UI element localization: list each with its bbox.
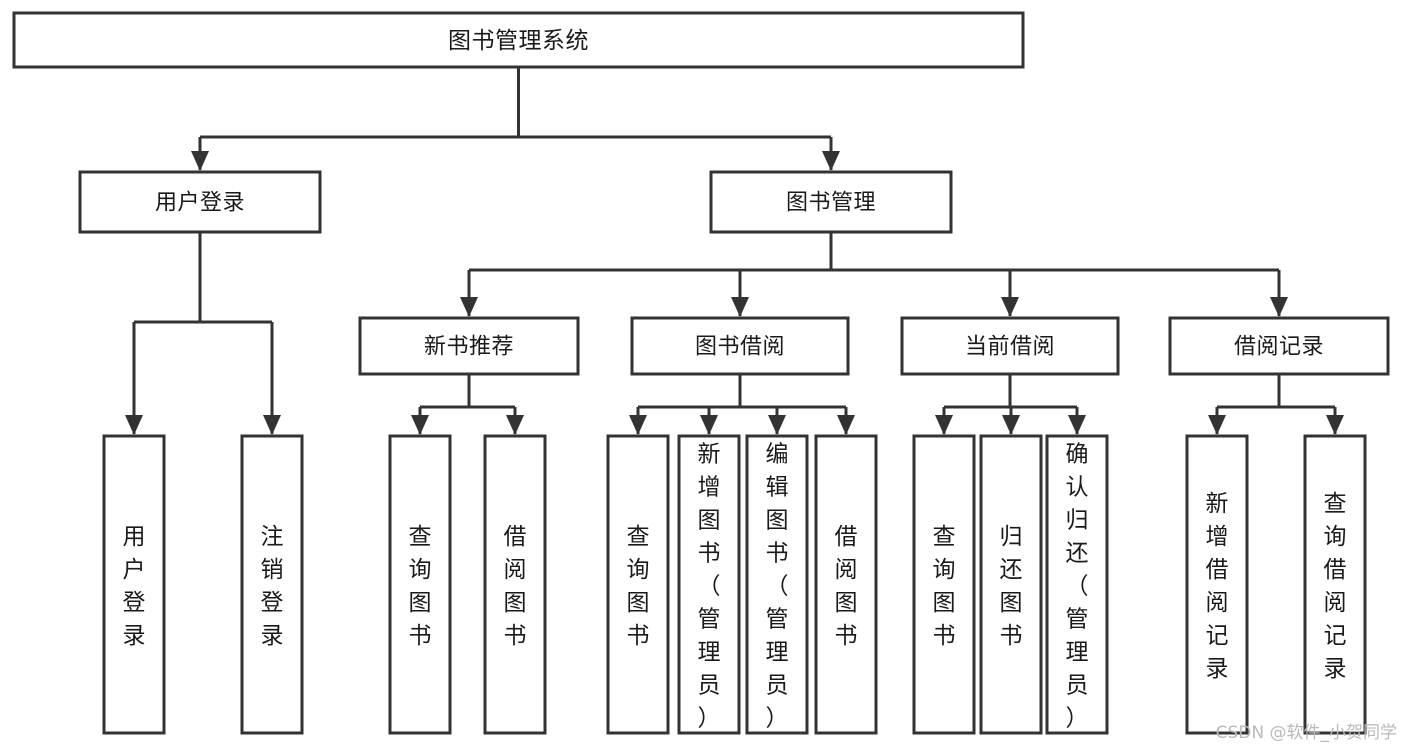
arrowhead-book-manage-to-current-borrow xyxy=(1001,297,1019,317)
leaf-node-leaf-user-login[interactable]: 用户登录 xyxy=(102,434,166,735)
leaf-node-leaf-add-borrow-record[interactable]: 新增借阅记录 xyxy=(1185,434,1249,735)
node-borrow-record-rect[interactable] xyxy=(1168,316,1390,376)
leaf-rect-leaf-user-logout[interactable] xyxy=(240,434,304,735)
node-layer: 图书管理系统用户登录图书管理新书推荐图书借阅当前借阅借阅记录用户登录注销登录查询… xyxy=(12,11,1390,735)
node-borrow-record-label: 借阅记录 xyxy=(1234,335,1324,360)
leaf-label-leaf-add-borrow-record: 新增借阅记录 xyxy=(1206,491,1229,682)
node-new-book-recommend-label: 新书推荐 xyxy=(424,335,514,360)
arrowhead-borrow-record-to-leaf-query-borrow-record xyxy=(1326,415,1344,435)
leaf-node-leaf-borrow-book[interactable]: 借阅图书 xyxy=(814,434,878,735)
leaf-node-leaf-borrow-book-rec[interactable]: 借阅图书 xyxy=(483,434,547,735)
node-borrow-record[interactable]: 借阅记录 xyxy=(1168,316,1390,376)
leaf-label-leaf-query-book-rec: 查询图书 xyxy=(409,524,432,649)
leaf-node-leaf-query-book-rec[interactable]: 查询图书 xyxy=(388,434,452,735)
arrowhead-user-login-to-leaf-user-login xyxy=(125,415,143,435)
arrowhead-new-book-recommend-to-leaf-query-book-rec xyxy=(411,415,429,435)
leaf-label-leaf-query-borrow-record: 查询借阅记录 xyxy=(1324,491,1347,682)
node-root-rect[interactable] xyxy=(12,11,1025,69)
leaf-label-leaf-query-book-borrow: 查询图书 xyxy=(627,524,650,649)
arrowhead-book-borrow-to-leaf-edit-book-admin xyxy=(768,415,786,435)
node-book-borrow-rect[interactable] xyxy=(630,316,850,376)
leaf-rect-leaf-borrow-book-rec[interactable] xyxy=(483,434,547,735)
leaf-node-leaf-add-book-admin[interactable]: 新增图书（管理员） xyxy=(677,434,741,735)
node-root-label: 图书管理系统 xyxy=(448,28,589,54)
arrowhead-current-borrow-to-leaf-confirm-return-admin xyxy=(1068,415,1086,435)
arrowhead-user-login-to-leaf-user-logout xyxy=(263,415,281,435)
leaf-rect-leaf-query-book-rec[interactable] xyxy=(388,434,452,735)
leaf-label-leaf-user-logout: 注销登录 xyxy=(261,524,284,649)
arrowhead-book-manage-to-book-borrow xyxy=(731,297,749,317)
leaf-label-leaf-edit-book-admin: 编辑图书（管理员） xyxy=(766,442,789,732)
connector-layer xyxy=(125,67,1344,435)
leaf-label-leaf-borrow-book: 借阅图书 xyxy=(835,524,858,649)
arrowhead-new-book-recommend-to-leaf-borrow-book-rec xyxy=(506,415,524,435)
node-book-manage[interactable]: 图书管理 xyxy=(709,170,953,234)
node-current-borrow-label: 当前借阅 xyxy=(965,335,1055,360)
arrowhead-book-borrow-to-leaf-query-book-borrow xyxy=(629,415,647,435)
leaf-node-leaf-query-book-borrow[interactable]: 查询图书 xyxy=(606,434,670,735)
node-book-manage-label: 图书管理 xyxy=(786,191,876,216)
leaf-rect-leaf-borrow-book[interactable] xyxy=(814,434,878,735)
node-new-book-recommend-rect[interactable] xyxy=(358,316,580,376)
arrowhead-book-borrow-to-leaf-borrow-book xyxy=(837,415,855,435)
node-user-login[interactable]: 用户登录 xyxy=(78,170,322,234)
leaf-rect-leaf-query-book-current[interactable] xyxy=(912,434,976,735)
leaf-node-leaf-user-logout[interactable]: 注销登录 xyxy=(240,434,304,735)
node-user-login-rect[interactable] xyxy=(78,170,322,234)
node-book-manage-rect[interactable] xyxy=(709,170,953,234)
leaf-rect-leaf-user-login[interactable] xyxy=(102,434,166,735)
node-book-borrow[interactable]: 图书借阅 xyxy=(630,316,850,376)
leaf-node-leaf-query-book-current[interactable]: 查询图书 xyxy=(912,434,976,735)
leaf-rect-leaf-confirm-return-admin[interactable] xyxy=(1045,434,1109,735)
leaf-node-leaf-edit-book-admin[interactable]: 编辑图书（管理员） xyxy=(745,434,809,735)
arrowhead-book-borrow-to-leaf-add-book-admin xyxy=(700,415,718,435)
node-book-borrow-label: 图书借阅 xyxy=(695,335,785,360)
leaf-rect-leaf-edit-book-admin[interactable] xyxy=(745,434,809,735)
arrowhead-current-borrow-to-leaf-query-book-current xyxy=(935,415,953,435)
leaf-rect-leaf-query-borrow-record[interactable] xyxy=(1303,434,1367,735)
arrowhead-root-to-book-manage xyxy=(822,151,840,171)
leaf-label-leaf-user-login: 用户登录 xyxy=(123,524,146,649)
leaf-label-leaf-query-book-current: 查询图书 xyxy=(933,524,956,649)
leaf-label-leaf-add-book-admin: 新增图书（管理员） xyxy=(698,442,721,732)
arrowhead-root-to-user-login xyxy=(191,151,209,171)
leaf-label-leaf-return-book: 归还图书 xyxy=(1000,524,1023,649)
leaf-rect-leaf-add-borrow-record[interactable] xyxy=(1185,434,1249,735)
arrowhead-book-manage-to-new-book-recommend xyxy=(460,297,478,317)
node-current-borrow-rect[interactable] xyxy=(900,316,1120,376)
node-current-borrow[interactable]: 当前借阅 xyxy=(900,316,1120,376)
leaf-node-leaf-confirm-return-admin[interactable]: 确认归还（管理员） xyxy=(1045,434,1109,735)
node-root[interactable]: 图书管理系统 xyxy=(12,11,1025,69)
leaf-label-leaf-confirm-return-admin: 确认归还（管理员） xyxy=(1066,442,1089,732)
leaf-rect-leaf-query-book-borrow[interactable] xyxy=(606,434,670,735)
leaf-label-leaf-borrow-book-rec: 借阅图书 xyxy=(504,524,527,649)
node-user-login-label: 用户登录 xyxy=(155,191,245,216)
arrowhead-current-borrow-to-leaf-return-book xyxy=(1002,415,1020,435)
leaf-node-leaf-return-book[interactable]: 归还图书 xyxy=(979,434,1043,735)
leaf-node-leaf-query-borrow-record[interactable]: 查询借阅记录 xyxy=(1303,434,1367,735)
leaf-rect-leaf-return-book[interactable] xyxy=(979,434,1043,735)
arrowhead-borrow-record-to-leaf-add-borrow-record xyxy=(1208,415,1226,435)
node-new-book-recommend[interactable]: 新书推荐 xyxy=(358,316,580,376)
arrowhead-book-manage-to-borrow-record xyxy=(1270,297,1288,317)
leaf-rect-leaf-add-book-admin[interactable] xyxy=(677,434,741,735)
